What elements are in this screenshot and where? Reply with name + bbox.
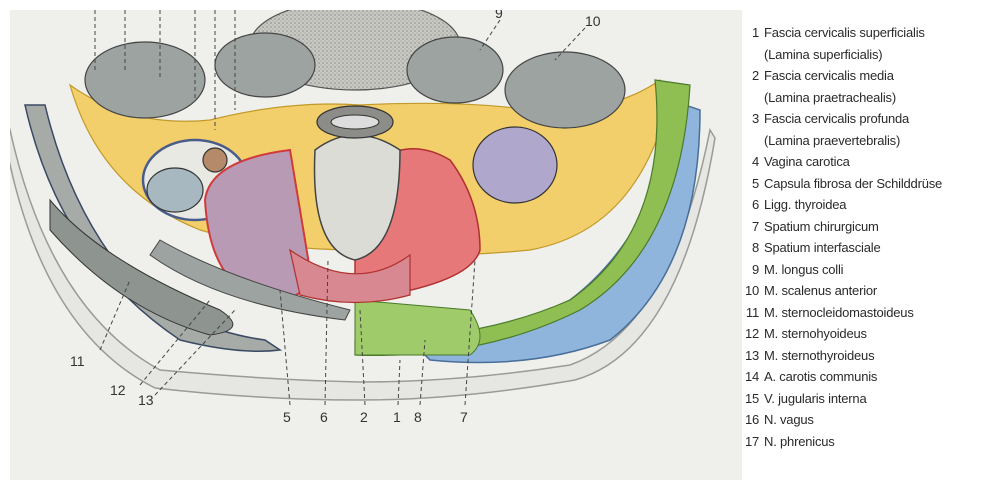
callout-13: 13 (138, 392, 154, 408)
callout-7: 7 (460, 409, 468, 425)
legend-subtext-1: (Lamina superficialis) (735, 44, 982, 66)
callout-5: 5 (283, 409, 291, 425)
legend-num: 2 (735, 65, 759, 87)
legend-text: Fascia cervicalis profunda (764, 111, 909, 126)
legend-text: M. sternohyoideus (764, 326, 867, 341)
jugular-vein-left (147, 168, 203, 212)
legend-num: 3 (735, 108, 759, 130)
legend-item-2: 2 Fascia cervicalis media (735, 65, 982, 87)
callout-1: 1 (393, 409, 401, 425)
legend-item-14: 14 A. carotis communis (735, 366, 982, 388)
legend-num: 11 (735, 302, 759, 324)
callout-11: 11 (70, 353, 85, 369)
legend-num: 7 (735, 216, 759, 238)
legend-item-6: 6 Ligg. thyroidea (735, 194, 982, 216)
legend-text: Ligg. thyroidea (764, 197, 846, 212)
legend-text: N. phrenicus (764, 434, 835, 449)
legend-text: M. sternocleidomastoideus (764, 305, 914, 320)
legend-item-17: 17 N. phrenicus (735, 431, 982, 453)
legend-item-3: 3 Fascia cervicalis profunda (735, 108, 982, 130)
legend-text: V. jugularis interna (764, 391, 866, 406)
legend-text: Spatium interfasciale (764, 240, 880, 255)
callout-12: 12 (110, 382, 126, 398)
legend-num: 14 (735, 366, 759, 388)
legend-item-10: 10 M. scalenus anterior (735, 280, 982, 302)
carotid-artery-left (203, 148, 227, 172)
longus-colli (407, 37, 503, 103)
legend-item-7: 7 Spatium chirurgicum (735, 216, 982, 238)
oesophagus-lumen (331, 115, 379, 129)
legend-item-1: 1 Fascia cervicalis superficialis (735, 22, 982, 44)
legend-subtext-2: (Lamina praetrachealis) (735, 87, 982, 109)
legend-item-8: 8 Spatium interfasciale (735, 237, 982, 259)
muscle-left-inner (215, 33, 315, 97)
legend-num: 13 (735, 345, 759, 367)
legend-item-12: 12 M. sternohyoideus (735, 323, 982, 345)
callout-8: 8 (414, 409, 422, 425)
legend-item-13: 13 M. sternothyroideus (735, 345, 982, 367)
legend-item-5: 5 Capsula fibrosa der Schilddrüse (735, 173, 982, 195)
legend-text: M. scalenus anterior (764, 283, 877, 298)
legend-text: M. sternothyroideus (764, 348, 874, 363)
legend-num: 17 (735, 431, 759, 453)
callout-10: 10 (585, 13, 601, 29)
legend-item-15: 15 V. jugularis interna (735, 388, 982, 410)
callout-6: 6 (320, 409, 328, 425)
legend-item-9: 9 M. longus colli (735, 259, 982, 281)
legend-text: A. carotis communis (764, 369, 877, 384)
muscle-left-outer (85, 42, 205, 118)
legend-text: Fascia cervicalis media (764, 68, 894, 83)
legend-text: Spatium chirurgicum (764, 219, 879, 234)
legend-num: 8 (735, 237, 759, 259)
neck-cross-section: 11 12 13 5 6 2 1 8 7 9 10 (10, 10, 742, 480)
legend-text: Capsula fibrosa der Schilddrüse (764, 176, 942, 191)
scalenus-anterior (505, 52, 625, 128)
interfascial-space (355, 300, 480, 355)
anatomy-figure: 11 12 13 5 6 2 1 8 7 9 10 (10, 10, 742, 480)
callout-9: 9 (495, 10, 503, 21)
legend-text: Fascia cervicalis superficialis (764, 25, 925, 40)
legend-num: 5 (735, 173, 759, 195)
legend: 1 Fascia cervicalis superficialis (Lamina… (735, 22, 982, 501)
legend-num: 6 (735, 194, 759, 216)
legend-num: 9 (735, 259, 759, 281)
legend-subtext-3: (Lamina praevertebralis) (735, 130, 982, 152)
callout-2: 2 (360, 409, 368, 425)
legend-item-4: 4 Vagina carotica (735, 151, 982, 173)
legend-num: 4 (735, 151, 759, 173)
jugular-vein-right (473, 127, 557, 203)
legend-num: 12 (735, 323, 759, 345)
legend-num: 16 (735, 409, 759, 431)
legend-num: 15 (735, 388, 759, 410)
legend-item-16: 16 N. vagus (735, 409, 982, 431)
legend-num: 10 (735, 280, 759, 302)
legend-num: 1 (735, 22, 759, 44)
legend-item-11: 11 M. sternocleidomastoideus (735, 302, 982, 324)
legend-text: M. longus colli (764, 262, 843, 277)
legend-text: N. vagus (764, 412, 814, 427)
legend-text: Vagina carotica (764, 154, 850, 169)
